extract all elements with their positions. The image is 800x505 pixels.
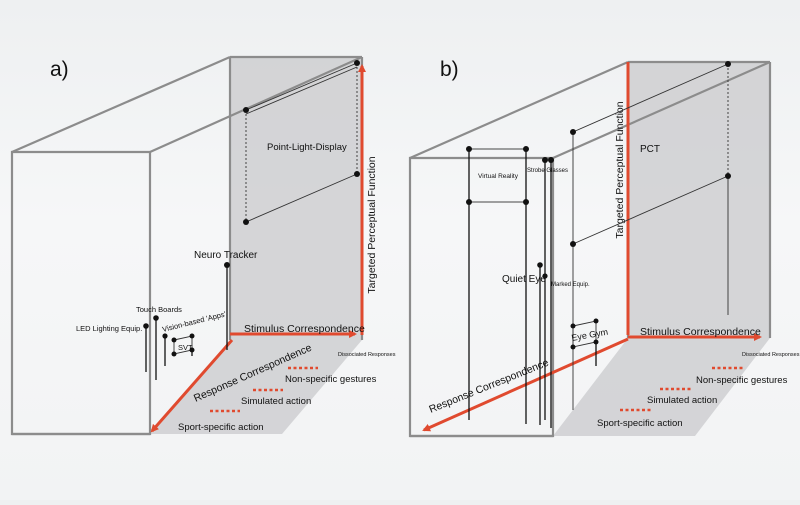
panel-a-back-wall — [230, 57, 362, 340]
panel-b-quiet-eye-label: Quiet Eye — [502, 274, 546, 285]
panel-b-floor — [553, 338, 770, 436]
panel-a-depth-axis — [150, 339, 234, 433]
panel-b-eye-gym-label: Eye Gym — [571, 327, 609, 343]
panel-a-vertical-axis-label: Targeted Perceptual Function — [366, 156, 378, 293]
panel-a-level-1: Non-specific gestures — [285, 374, 377, 385]
panel-b-horizontal-axis-end-label: Dissociated Responses — [742, 352, 800, 358]
panel-b-level-2: Simulated action — [647, 395, 717, 406]
panel-a-led: LED Lighting Equip. — [76, 323, 149, 372]
panel-a-floor — [150, 340, 362, 434]
panel-a-point-light-label: Point-Light-Display — [267, 142, 347, 153]
panel-a-svt-label: SVT — [178, 343, 193, 352]
panel-b-eye-gym: Eye Gym — [570, 318, 609, 366]
panel-a-label: a) — [50, 58, 69, 81]
panel-a-level-3: Sport-specific action — [178, 422, 264, 433]
panel-a-horizontal-axis-label: Stimulus Correspondence — [244, 323, 365, 335]
panel-b-quiet-eye: Quiet Eye — [502, 262, 546, 425]
panel-a-neuro-tracker: Neuro Tracker — [194, 250, 258, 350]
panel-b-virtual-reality-label: Virtual Reality — [478, 173, 519, 180]
panel-b-marked-equip: Marked Equip. — [542, 273, 590, 288]
panel-a-led-label: LED Lighting Equip. — [76, 324, 142, 333]
panel-b-marked-equip-label: Marked Equip. — [551, 282, 590, 288]
panel-b-back-wall — [628, 62, 770, 338]
panel-b-vertical-axis-label: Targeted Perceptual Function — [614, 101, 626, 238]
panel-b-horizontal-axis-label: Stimulus Correspondence — [640, 326, 761, 338]
panel-a-horizontal-axis-end-label: Dissociated Responses — [338, 352, 396, 358]
panel-a: a) Targeted Perceptual Function Stimulus… — [10, 55, 396, 436]
panel-b-strobe-label: Strobe Glasses — [527, 168, 568, 174]
panel-b: b) Targeted Perceptual Function Stimulus… — [408, 58, 800, 438]
panel-a-touch-boards: Touch Boards — [136, 305, 182, 380]
panel-b-depth-axis-label: Response Correspondence — [427, 357, 550, 416]
panel-b-virtual-reality: Virtual Reality — [466, 146, 529, 424]
panel-b-pct-label: PCT — [640, 144, 660, 155]
panel-b-label: b) — [440, 58, 459, 81]
panel-a-level-2: Simulated action — [241, 396, 311, 407]
panel-b-level-1: Non-specific gestures — [696, 375, 788, 386]
panel-a-touch-boards-label: Touch Boards — [136, 305, 182, 314]
panel-b-pct: PCT — [570, 61, 731, 410]
panel-b-level-3: Sport-specific action — [597, 418, 683, 429]
panel-a-neuro-tracker-label: Neuro Tracker — [194, 250, 258, 261]
panel-a-point-light-display: Point-Light-Display — [243, 60, 360, 225]
panel-b-strobe-glasses: Strobe Glasses — [527, 157, 568, 428]
